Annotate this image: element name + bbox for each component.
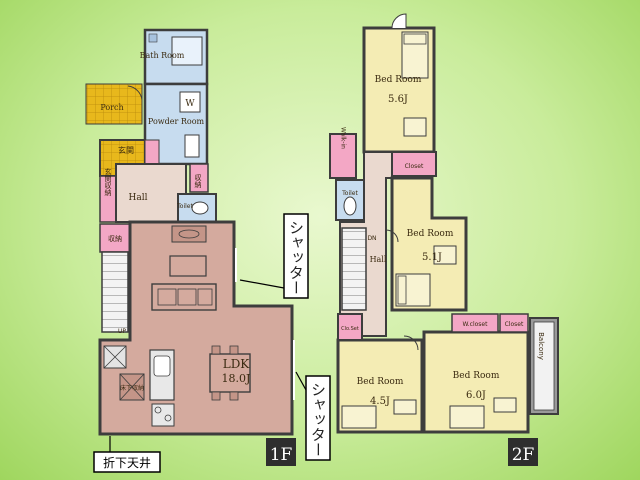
tv-stand xyxy=(169,255,207,277)
ldk-room xyxy=(98,220,294,436)
ldk-size-label: 18.0J xyxy=(222,372,251,385)
closet-top xyxy=(391,151,437,177)
entrance-label: 玄関 xyxy=(118,145,134,155)
closet-bed4-a xyxy=(451,313,499,333)
porch xyxy=(85,83,143,125)
closet-left xyxy=(329,133,357,179)
closet-bed4-b xyxy=(499,313,529,333)
hall-2f-label: Hall xyxy=(370,255,387,264)
second-floor-plan xyxy=(329,13,559,434)
bath-label: Bath Room xyxy=(140,51,185,60)
bed2-label: Bed Room xyxy=(407,229,454,239)
ceiling-callout: 折下天井 xyxy=(93,436,161,473)
sofa xyxy=(151,283,217,311)
hall-1f-label: Hall xyxy=(129,193,148,203)
svg-text:シャッター: シャッター xyxy=(287,220,305,295)
clothes-closet-label: Clo.Set xyxy=(341,326,359,332)
stairs-2f xyxy=(341,227,367,311)
bed4-label: Bed Room xyxy=(453,371,500,381)
toilet-2f-label: Toilet xyxy=(341,190,358,197)
powder-w-label: W xyxy=(185,99,195,109)
balcony-label: Balcony xyxy=(537,332,545,360)
bed2-size-label: 5.1J xyxy=(422,252,442,263)
dining-table xyxy=(209,353,251,393)
ldk-label: LDK xyxy=(223,357,251,371)
bed1-label: Bed Room xyxy=(375,75,422,85)
svg-text:折下天井: 折下天井 xyxy=(103,455,151,470)
floor-tag-2f: 2F xyxy=(512,445,535,465)
floor-tag-2f-box xyxy=(508,438,538,466)
bed4-size-label: 6.0J xyxy=(466,390,486,401)
stairs-1f xyxy=(101,251,129,333)
svg-text:シャッター: シャッター xyxy=(309,382,327,457)
storage-1f xyxy=(99,223,131,253)
floor-tag-1f-box xyxy=(266,438,296,466)
bathtub xyxy=(171,36,203,66)
under-floor-storage-label: 床下収納 xyxy=(120,384,144,392)
storage-fr-label: 収納 xyxy=(194,174,202,189)
hall-1f xyxy=(115,163,187,223)
entrance-storage-label: 玄関収納 xyxy=(104,167,112,197)
dn-label: DN xyxy=(367,235,376,242)
first-floor-plan xyxy=(85,28,295,436)
powder-label: Powder Room xyxy=(148,117,205,126)
bed3-label: Bed Room xyxy=(357,377,404,387)
clothes-closet xyxy=(337,313,363,341)
toilet-1f-label: Toilet xyxy=(176,203,193,210)
closet-left-label: Walk-in xyxy=(340,127,347,149)
floor-tag-1f: 1F xyxy=(270,445,293,465)
shutter-callout-upper: シャッター xyxy=(239,213,309,299)
wash-basin xyxy=(184,134,200,158)
closet-bed4-a-label: W.closet xyxy=(463,321,489,328)
bed1-size-label: 5.6J xyxy=(388,94,408,105)
storage-1f-label: 収納 xyxy=(108,234,122,243)
up-label: UP xyxy=(118,328,126,335)
closet-top-label: Closet xyxy=(405,163,424,170)
washing-machine xyxy=(179,91,201,113)
closet-bed4-b-label: Closet xyxy=(505,321,524,328)
shutter-callout-lower: シャッター xyxy=(295,371,331,461)
bed3-size-label: 4.5J xyxy=(370,396,390,407)
porch-label: Porch xyxy=(100,103,123,112)
